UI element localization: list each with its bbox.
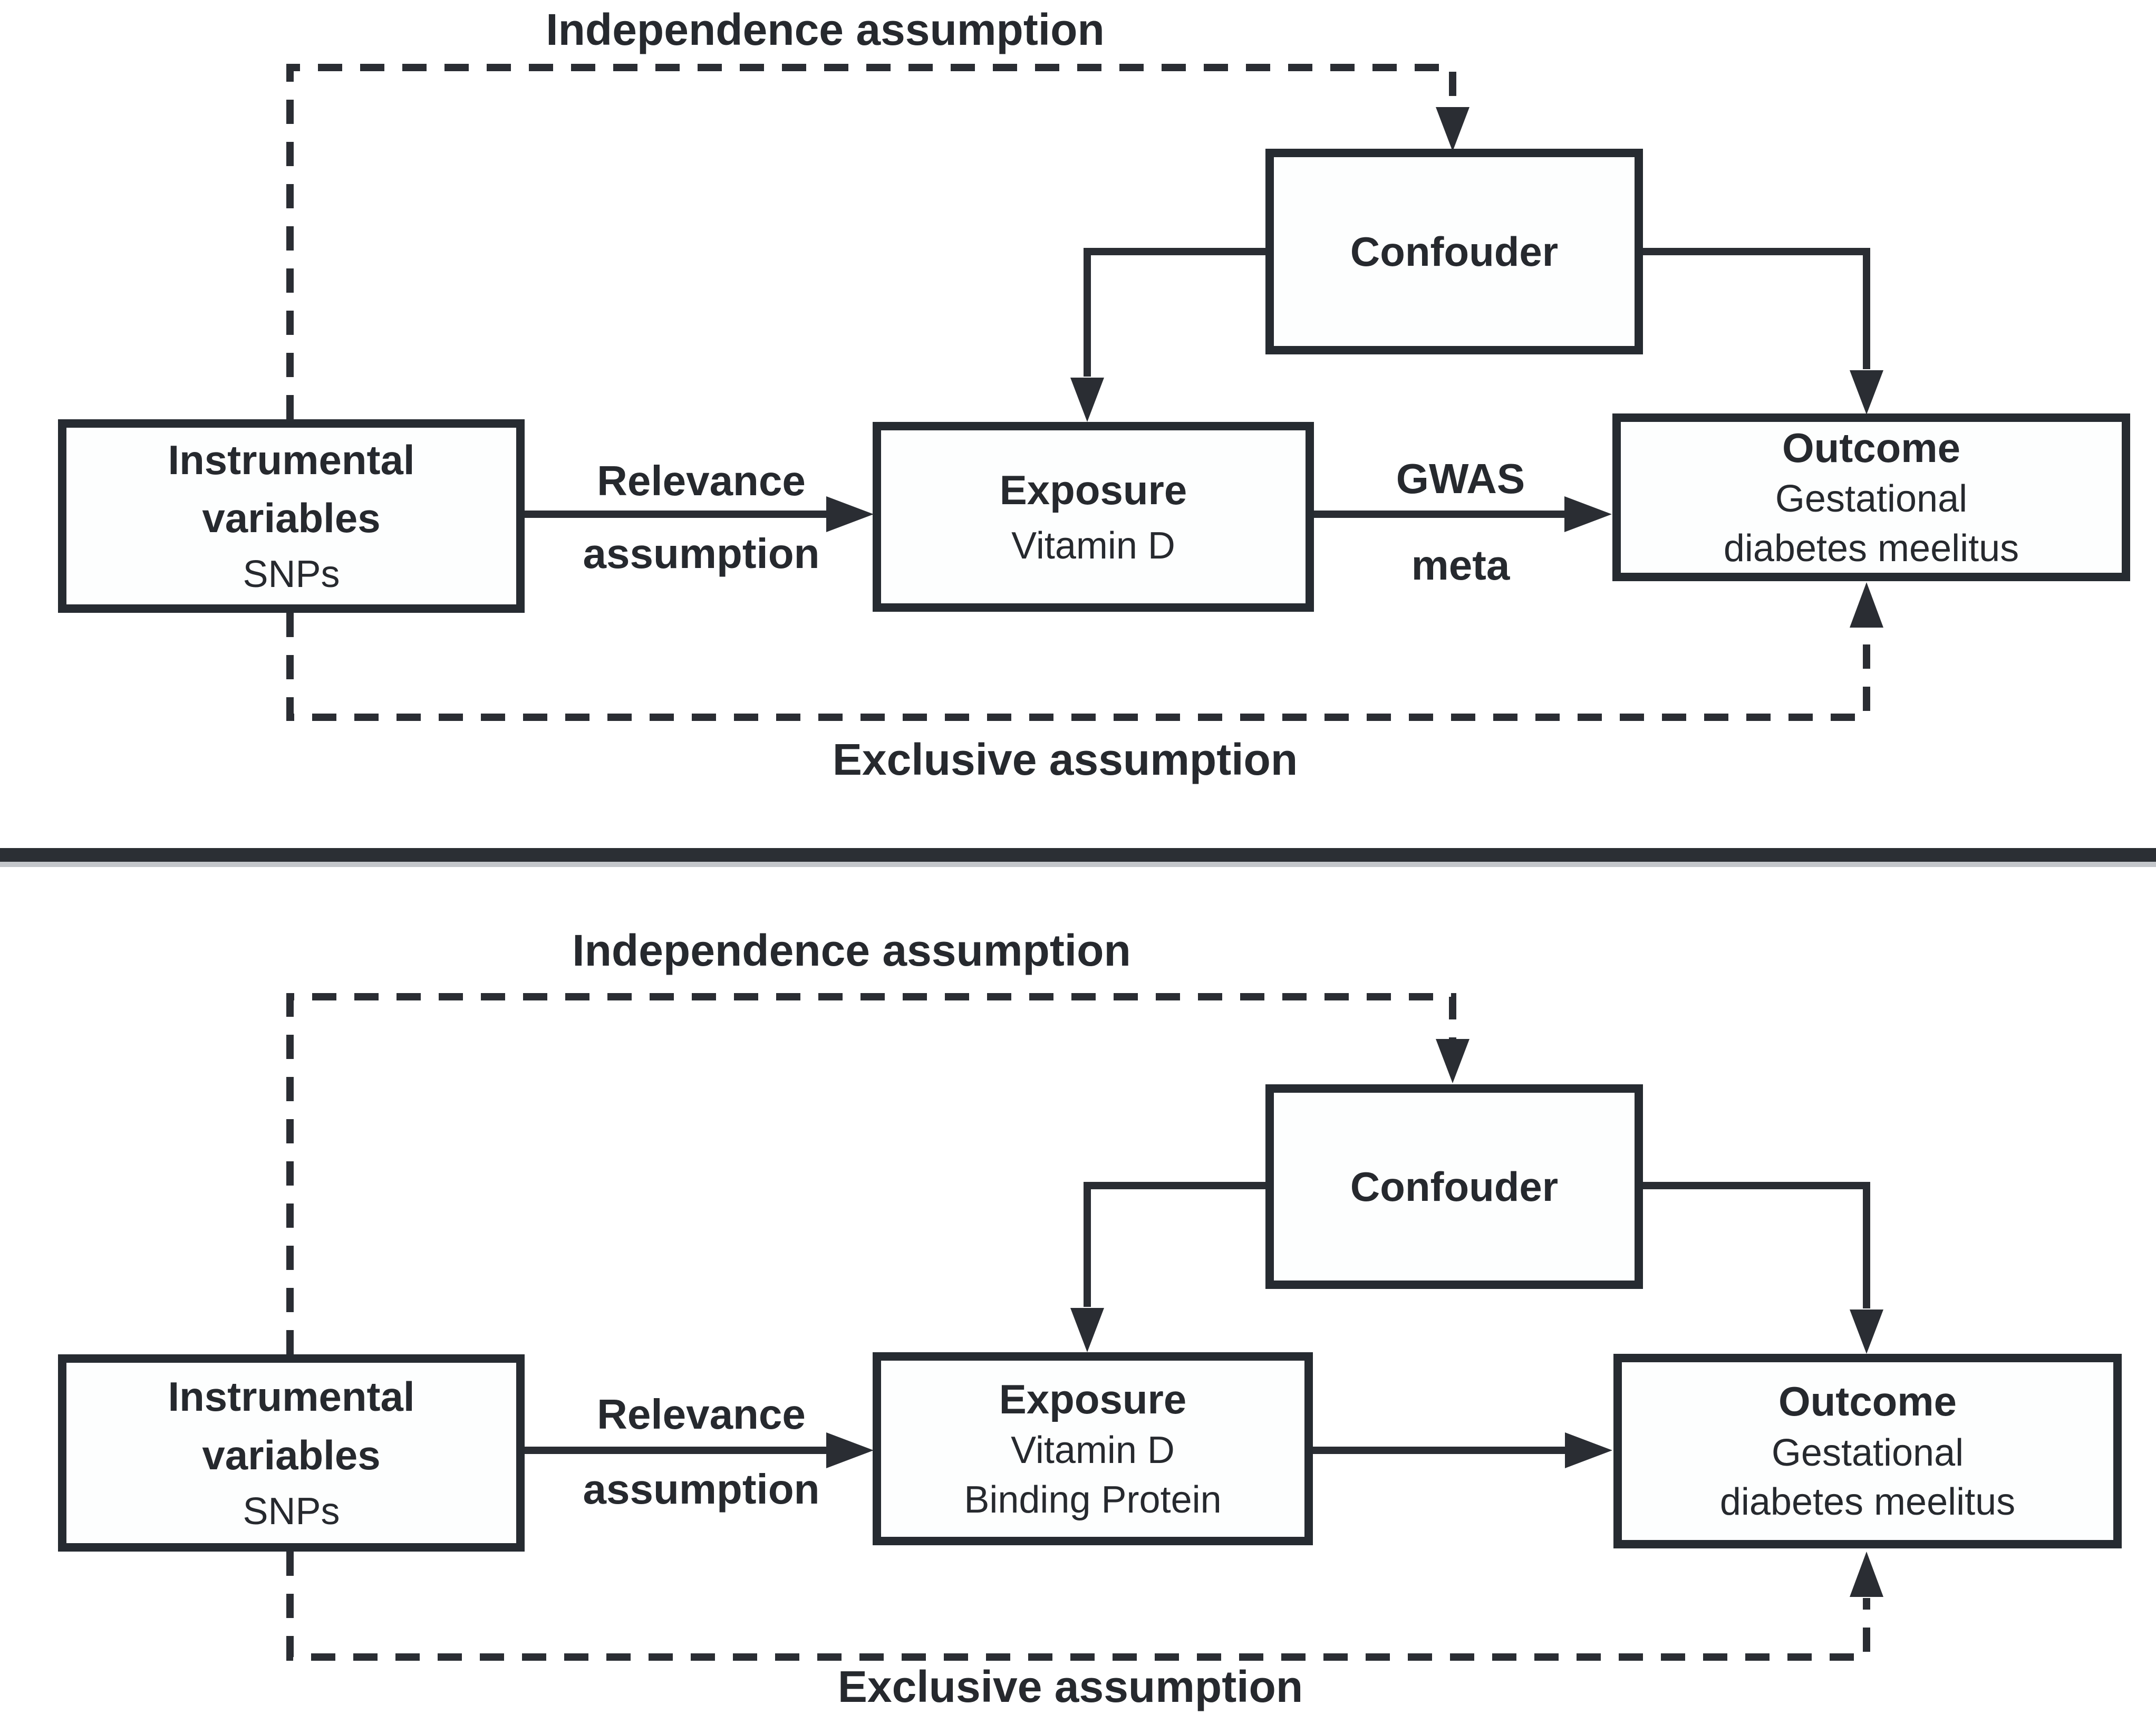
exposure-title: Exposure (999, 1375, 1187, 1422)
exposure-title: Exposure (999, 466, 1187, 513)
exclusive-dashed-path-bottom (286, 1552, 1870, 1661)
exclusive-assumption-label-top: Exclusive assumption (832, 735, 1298, 784)
confounder-title: Confouder (1350, 228, 1559, 275)
arrowhead-down-exposure-bottom (1070, 1308, 1104, 1352)
exposure-subtitle1: Vitamin D (1011, 1429, 1175, 1472)
iv-box-line3: SNPs (243, 1490, 340, 1533)
arrowhead-up-outcome-top (1850, 582, 1883, 628)
exposure-subtitle2: Binding Protein (964, 1478, 1222, 1521)
arrowhead-down-confounder-top (1436, 107, 1469, 151)
arrowhead-down-outcome-bottom (1850, 1310, 1883, 1354)
outcome-subtitle2: diabetes meelitus (1719, 1481, 2016, 1524)
panel-divider (0, 848, 2156, 862)
relevance-label-line1-top: Relevance (597, 457, 806, 504)
arrow-confounder-to-outcome-bottom (1643, 1182, 1870, 1308)
iv-box-line2: variables (202, 1431, 381, 1478)
confounder-title: Confouder (1350, 1163, 1559, 1210)
independence-assumption-label-top: Independence assumption (546, 5, 1105, 54)
exposure-box-bottom: Exposure Vitamin D Binding Protein (873, 1352, 1313, 1545)
relevance-label-line2-top: assumption (583, 530, 820, 577)
arrow-confounder-to-outcome-top (1643, 248, 1870, 369)
arrowhead-right-exposure-bottom (826, 1432, 874, 1468)
iv-box-line1: Instrumental (168, 1373, 415, 1420)
outcome-title: Outcome (1778, 1378, 1957, 1425)
confounder-box-bottom: Confouder (1265, 1084, 1643, 1289)
exposure-box-top: Exposure Vitamin D (873, 422, 1314, 612)
exclusive-dashed-path-top (286, 613, 1870, 721)
arrowhead-up-outcome-bottom (1850, 1552, 1883, 1597)
outcome-subtitle1: Gestational (1775, 478, 1968, 521)
independence-assumption-label-bottom: Independence assumption (572, 926, 1131, 975)
arrowhead-down-outcome-top (1850, 370, 1883, 415)
arrowhead-down-confounder-bottom (1436, 1039, 1469, 1083)
instrumental-variables-box-top: Instrumental variables SNPs (58, 419, 525, 613)
panel-divider-shadow (0, 862, 2156, 867)
arrowhead-right-outcome-top (1564, 496, 1612, 532)
iv-box-line1: Instrumental (168, 436, 415, 483)
independence-dashed-path-bottom (286, 993, 1456, 1354)
independence-dashed-path-top (286, 64, 1456, 419)
instrumental-variables-box-bottom: Instrumental variables SNPs (58, 1354, 525, 1552)
arrowhead-right-exposure-top (826, 496, 874, 532)
relevance-label-line1-bottom: Relevance (597, 1391, 806, 1438)
arrowhead-right-outcome-bottom (1565, 1432, 1612, 1468)
outcome-title: Outcome (1782, 424, 1961, 471)
exposure-subtitle1: Vitamin D (1011, 525, 1175, 567)
arrow-confounder-to-exposure-top (1084, 248, 1265, 377)
arrowhead-down-exposure-top (1070, 378, 1104, 422)
confounder-box-top: Confouder (1265, 149, 1643, 354)
outcome-box-top: Outcome Gestational diabetes meelitus (1612, 413, 2130, 581)
outcome-subtitle1: Gestational (1771, 1431, 1964, 1474)
arrow-confounder-to-exposure-bottom (1084, 1182, 1265, 1307)
outcome-box-bottom: Outcome Gestational diabetes meelitus (1613, 1354, 2122, 1548)
gwas-label-line2: meta (1411, 542, 1510, 589)
relevance-label-line2-bottom: assumption (583, 1466, 820, 1513)
exclusive-assumption-label-bottom: Exclusive assumption (837, 1662, 1303, 1711)
iv-box-line2: variables (202, 495, 381, 542)
outcome-subtitle2: diabetes meelitus (1723, 527, 2019, 570)
iv-box-line3: SNPs (243, 553, 340, 596)
gwas-label-line1: GWAS (1396, 455, 1525, 502)
